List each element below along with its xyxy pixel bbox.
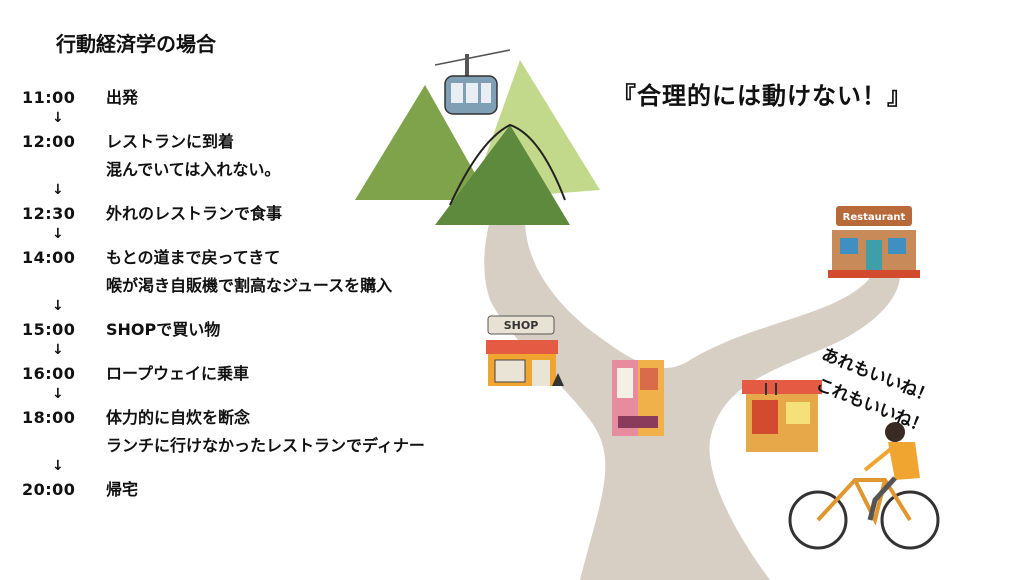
schedule-time: 12:00 [22, 132, 76, 151]
shop-sign: SHOP [504, 319, 539, 332]
schedule-line: 混んでいては入れない。 [106, 160, 281, 179]
schedule-line: 体力的に自炊を断念 [106, 408, 251, 427]
headline: 『合理的には動けない！』 [612, 82, 912, 110]
schedule-line: ロープウェイに乗車 [106, 364, 250, 383]
schedule-item: 18:00 体力的に自炊を断念 ランチに行けなかったレストランでディナー [22, 404, 542, 460]
down-arrow-icon: ↓ [52, 458, 64, 474]
schedule-desc: レストランに到着 混んでいては入れない。 [106, 128, 280, 184]
schedule-line: 帰宅 [106, 480, 139, 499]
mountain-icon [435, 125, 570, 225]
schedule-item: 15:00 SHOPで買い物 [22, 316, 542, 344]
down-arrow-icon: ↓ [52, 342, 64, 358]
mountain-icon [355, 85, 490, 200]
schedule-item: 12:00 レストランに到着 混んでいては入れない。 [22, 128, 542, 184]
schedule-line: 外れのレストランで食事 [106, 204, 283, 223]
down-arrow-icon: ↓ [52, 182, 64, 198]
schedule-time: 11:00 [22, 88, 76, 107]
schedule-item: 11:00 出発 [22, 84, 542, 112]
schedule-time: 12:30 [22, 204, 76, 223]
schedule-item: 14:00 もとの道まで戻ってきて 喉が渇き自販機で割高なジュースを購入 [22, 244, 542, 300]
ropeway-gondola-icon [444, 54, 498, 115]
schedule-time: 16:00 [22, 364, 76, 383]
schedule-desc: 出発 [106, 84, 138, 112]
schedule-list: 11:00 出発 ↓ 12:00 レストランに到着 混んでいては入れない。 ↓ … [22, 84, 542, 504]
road-path [484, 220, 900, 580]
schedule-desc: 体力的に自炊を断念 ランチに行けなかったレストランでディナー [106, 404, 425, 460]
schedule-desc: 帰宅 [106, 476, 138, 504]
schedule-line: レストランに到着 [106, 132, 235, 151]
down-arrow-icon: ↓ [52, 298, 64, 314]
down-arrow-icon: ↓ [52, 110, 64, 126]
restaurant-icon: Restaurant [828, 206, 920, 278]
page-title: 行動経済学の場合 [56, 32, 216, 56]
schedule-line: 出発 [106, 88, 139, 107]
schedule-line: もとの道まで戻ってきて [106, 248, 281, 267]
restaurant-sign: Restaurant [843, 212, 906, 223]
schedule-desc: ロープウェイに乗車 [106, 360, 249, 388]
shop-icon: SHOP [486, 315, 564, 386]
schedule-item: 16:00 ロープウェイに乗車 [22, 360, 542, 388]
schedule-item: 12:30 外れのレストランで食事 [22, 200, 542, 228]
schedule-desc: SHOPで買い物 [106, 316, 220, 344]
schedule-desc: 外れのレストランで食事 [106, 200, 282, 228]
schedule-line: ランチに行けなかったレストランでディナー [106, 436, 425, 455]
vending-machine-icon [612, 360, 664, 436]
food-stall-icon [742, 380, 822, 452]
cyclist-icon [788, 422, 940, 550]
down-arrow-icon: ↓ [52, 226, 64, 242]
schedule-time: 18:00 [22, 408, 76, 427]
schedule-time: 15:00 [22, 320, 76, 339]
schedule-desc: もとの道まで戻ってきて 喉が渇き自販機で割高なジュースを購入 [106, 244, 392, 300]
schedule-item: 20:00 帰宅 [22, 476, 542, 504]
schedule-time: 20:00 [22, 480, 76, 499]
down-arrow-icon: ↓ [52, 386, 64, 402]
schedule-line: 喉が渇き自販機で割高なジュースを購入 [106, 276, 393, 295]
schedule-line: SHOPで買い物 [106, 320, 221, 339]
schedule-time: 14:00 [22, 248, 76, 267]
journey-illustration: Restaurant SHOP [355, 49, 940, 580]
